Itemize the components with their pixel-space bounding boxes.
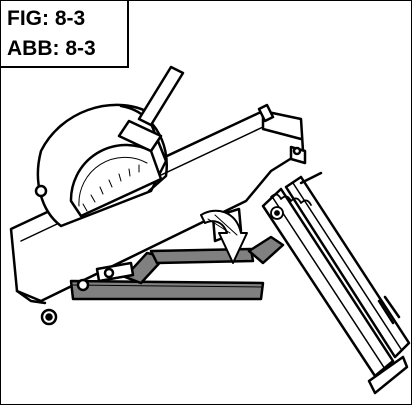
pivot-spring xyxy=(270,193,312,220)
fold-direction-arrow xyxy=(200,209,248,264)
saw-handle xyxy=(117,65,185,153)
folding-leg-frame xyxy=(261,171,411,395)
figure-label-box: FIG: 8-3 ABB: 8-3 xyxy=(1,1,129,68)
figure-number-label-german: ABB: 8-3 xyxy=(7,37,96,60)
figure-number-label: FIG: 8-3 xyxy=(7,7,86,30)
